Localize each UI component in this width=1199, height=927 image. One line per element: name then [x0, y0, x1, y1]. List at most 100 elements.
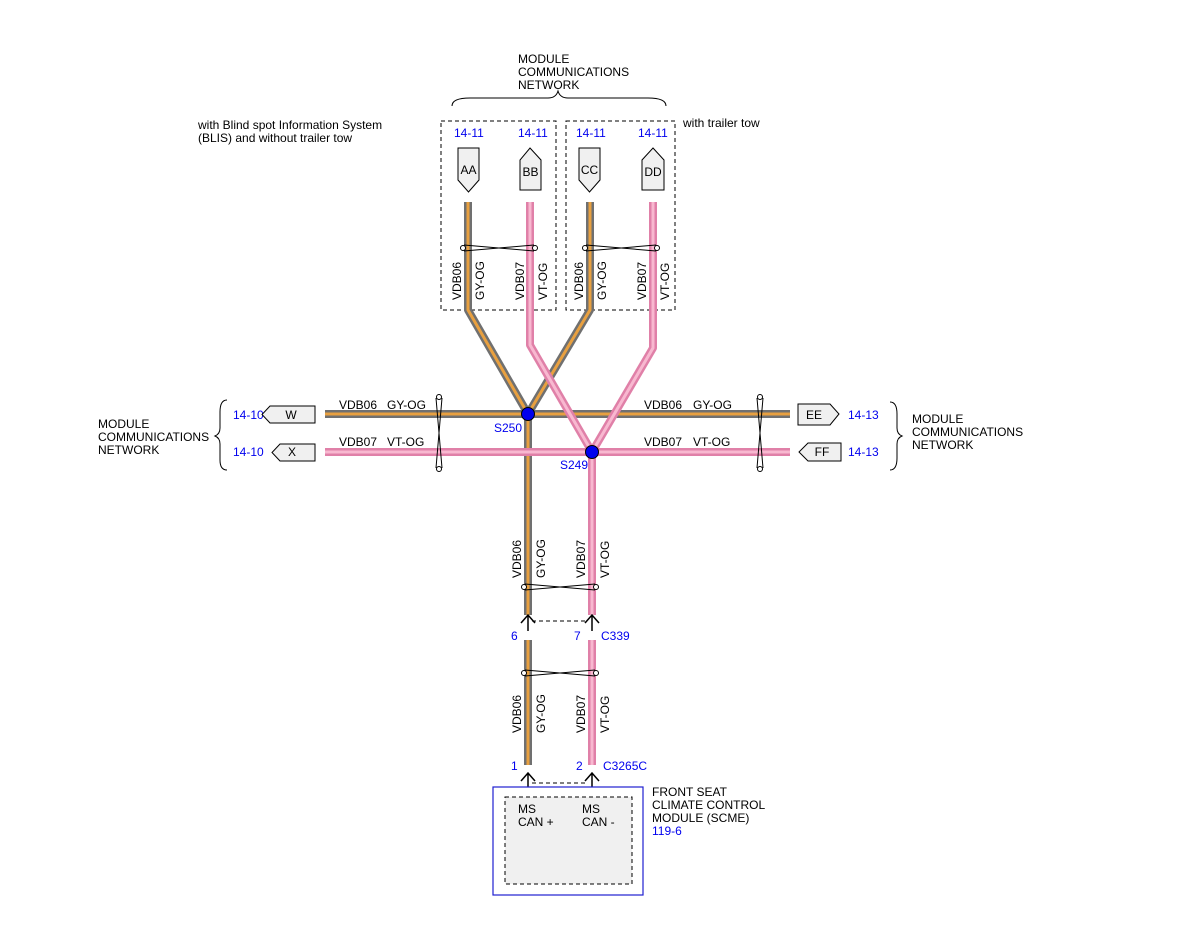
pin1-line2: CAN + — [518, 815, 554, 829]
module-body — [504, 796, 633, 885]
c339-pin-6: 6 — [511, 629, 518, 643]
connector-c3265c[interactable]: 1 2 C3265C — [511, 759, 647, 795]
wire-label-gy-og: GY-OG — [595, 261, 609, 300]
connector-c339[interactable]: 6 7 C339 — [511, 613, 630, 643]
blis-option-box — [440, 120, 557, 311]
c3265c-pin-1: 1 — [511, 759, 518, 773]
connector-ee-label: EE — [806, 408, 822, 422]
pin1-line1: MS — [518, 802, 536, 816]
wire-label-vt-og: VT-OG — [387, 435, 424, 449]
splice-s249-label: S249 — [560, 458, 588, 472]
connector-w-shape — [261, 405, 316, 424]
module-line3: MODULE (SCME) — [652, 811, 749, 825]
wire-label-vt-og: VT-OG — [658, 263, 672, 300]
connector-cc-shape — [578, 147, 601, 193]
wire-label-vdb07: VDB07 — [635, 262, 649, 300]
twisted-pair-icon — [521, 583, 599, 591]
wire-label-gy-og: GY-OG — [693, 398, 732, 412]
right-network-label: MODULE COMMUNICATIONS NETWORK — [912, 412, 1023, 452]
pin2-line2: CAN - — [582, 815, 615, 829]
twisted-pair-icon — [435, 394, 443, 472]
connector-ee-shape — [797, 403, 840, 426]
connector-x[interactable]: 14-10 X — [233, 443, 316, 462]
pin-arrow-icon — [520, 613, 536, 631]
twisted-pair-icon — [460, 244, 538, 252]
wire-label-vt-og: VT-OG — [598, 541, 612, 578]
wire-label-vdb07: VDB07 — [339, 435, 377, 449]
splice-s250[interactable]: S250 — [494, 407, 535, 436]
wire-label-vdb06: VDB06 — [339, 398, 377, 412]
connector-ff-label: FF — [815, 445, 830, 459]
wire-label-vdb06: VDB06 — [510, 540, 524, 578]
right-network-line1: MODULE — [912, 412, 963, 426]
top-network-line3: NETWORK — [518, 78, 579, 92]
top-network-line2: COMMUNICATIONS — [518, 65, 629, 79]
top-brace — [451, 89, 667, 107]
splice-dot-icon — [585, 445, 599, 459]
right-network-line2: COMMUNICATIONS — [912, 425, 1023, 439]
wire-label-vdb06: VDB06 — [450, 262, 464, 300]
connector-x-label: X — [288, 445, 296, 459]
left-network-line1: MODULE — [98, 417, 149, 431]
trailer-option-label: with trailer tow — [682, 116, 760, 130]
connector-w-label: W — [285, 408, 297, 422]
connector-cc-ref: 14-11 — [576, 126, 606, 140]
wire-aa-to-s250 — [464, 202, 532, 416]
left-network-line3: NETWORK — [98, 443, 159, 457]
left-network-label: MODULE COMMUNICATIONS NETWORK — [98, 417, 209, 457]
connector-ff-ref: 14-13 — [848, 445, 879, 459]
middle-wire-labels: VDB06 GY-OG VDB07 VT-OG — [510, 539, 612, 578]
connector-dd-ref: 14-11 — [638, 126, 668, 140]
wire-label-vdb07: VDB07 — [574, 695, 588, 733]
wire-label-vdb06: VDB06 — [572, 262, 586, 300]
wire-label-vt-og: VT-OG — [693, 435, 730, 449]
module-line1: FRONT SEAT — [652, 785, 728, 799]
wire-label-vt-og: VT-OG — [536, 263, 550, 300]
module-line2: CLIMATE CONTROL — [652, 798, 765, 812]
top-network-line1: MODULE — [518, 52, 569, 66]
wire-label-gy-og: GY-OG — [534, 694, 548, 733]
module-label: FRONT SEAT CLIMATE CONTROL MODULE (SCME)… — [652, 785, 765, 838]
connector-aa[interactable]: 14-11 AA — [454, 126, 484, 193]
wires — [325, 202, 790, 765]
wire-label-gy-og: GY-OG — [534, 539, 548, 578]
wire-cc-to-s250 — [524, 202, 594, 417]
connector-bb[interactable]: 14-11 BB — [518, 126, 548, 191]
splice-s250-label: S250 — [494, 421, 522, 435]
c339-pin-7: 7 — [574, 629, 581, 643]
right-brace — [889, 401, 904, 471]
c339-label: C339 — [601, 629, 630, 643]
pin-arrow-icon — [584, 613, 600, 631]
connector-w-ref: 14-10 — [233, 408, 264, 422]
connector-aa-ref: 14-11 — [454, 126, 484, 140]
connector-aa-shape — [457, 147, 480, 193]
c3265c-pin-2: 2 — [576, 759, 583, 773]
connector-bb-ref: 14-11 — [518, 126, 548, 140]
connector-ff[interactable]: FF 14-13 — [798, 442, 879, 462]
wire-label-gy-og: GY-OG — [473, 261, 487, 300]
pin2-line1: MS — [582, 802, 600, 816]
connector-aa-label: AA — [460, 163, 476, 177]
wire-label-vdb07: VDB07 — [644, 435, 682, 449]
left-network-line2: COMMUNICATIONS — [98, 430, 209, 444]
connector-x-ref: 14-10 — [233, 445, 264, 459]
connector-cc-label: CC — [581, 163, 599, 177]
splice-s249[interactable]: S249 — [560, 445, 599, 473]
connector-cc[interactable]: 14-11 CC — [576, 126, 606, 193]
connector-dd-shape — [641, 147, 665, 191]
connector-bb-label: BB — [522, 165, 538, 179]
wire-label-gy-og: GY-OG — [387, 398, 426, 412]
connector-ee[interactable]: EE 14-13 — [797, 403, 879, 426]
horizontal-wire-labels: VDB06 GY-OG VDB07 VT-OG VDB06 GY-OG VDB0… — [339, 398, 732, 449]
connector-dd-label: DD — [644, 165, 662, 179]
connector-ff-shape — [798, 442, 842, 462]
module-ref: 119-6 — [652, 824, 682, 838]
connector-dd[interactable]: 14-11 DD — [638, 126, 668, 191]
wire-label-vdb07: VDB07 — [513, 262, 527, 300]
wire-label-vt-og: VT-OG — [598, 696, 612, 733]
connector-w[interactable]: 14-10 W — [233, 405, 316, 424]
scme-module[interactable]: MS CAN + MS CAN - — [492, 786, 644, 896]
blis-option-line1: with Blind spot Information System — [197, 118, 382, 132]
c3265c-label: C3265C — [603, 759, 647, 773]
